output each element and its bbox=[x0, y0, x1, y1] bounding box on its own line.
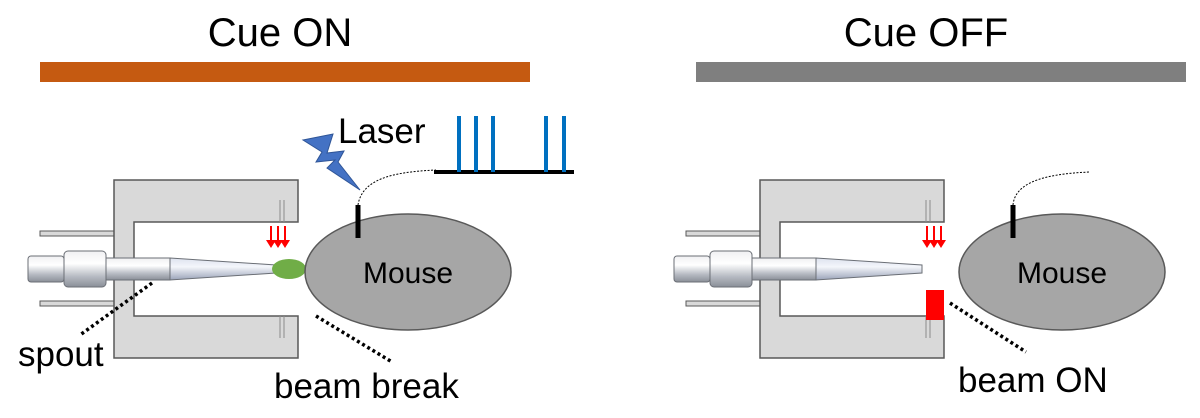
optic-fiber bbox=[1012, 171, 1091, 206]
spout bbox=[673, 250, 923, 288]
laser-label: Laser bbox=[338, 112, 426, 151]
cue-on-title: Cue ON bbox=[208, 11, 353, 55]
cue-off-title: Cue OFF bbox=[844, 11, 1008, 55]
spout-housing bbox=[39, 179, 299, 359]
mouse: Mouse bbox=[304, 213, 512, 331]
cue-on-bar bbox=[40, 62, 530, 82]
mouse: Mouse bbox=[958, 213, 1166, 331]
beam-arrows-icon bbox=[922, 226, 946, 248]
spout bbox=[27, 250, 277, 288]
beam-on-indicator bbox=[926, 290, 944, 320]
mouse-label: Mouse bbox=[363, 257, 453, 290]
beam-on-label: beam ON bbox=[958, 361, 1108, 400]
spout-callout-line bbox=[78, 281, 154, 337]
lightning-bolt-icon bbox=[301, 133, 361, 191]
beam-break-label: beam break bbox=[274, 367, 459, 406]
cue-on-panel: Cue ON bbox=[18, 11, 574, 406]
beam-arrows-icon bbox=[266, 226, 290, 248]
lick-droplet bbox=[272, 259, 306, 279]
mouse-label: Mouse bbox=[1017, 257, 1107, 290]
optic-fiber bbox=[357, 169, 437, 206]
beam-break-callout-line bbox=[315, 314, 393, 364]
laser-pulse-train bbox=[434, 116, 574, 174]
cue-off-panel: Cue OFF bbox=[673, 11, 1186, 400]
spout-label: spout bbox=[18, 335, 104, 374]
cue-off-bar bbox=[696, 62, 1186, 82]
spout-housing bbox=[685, 179, 945, 359]
